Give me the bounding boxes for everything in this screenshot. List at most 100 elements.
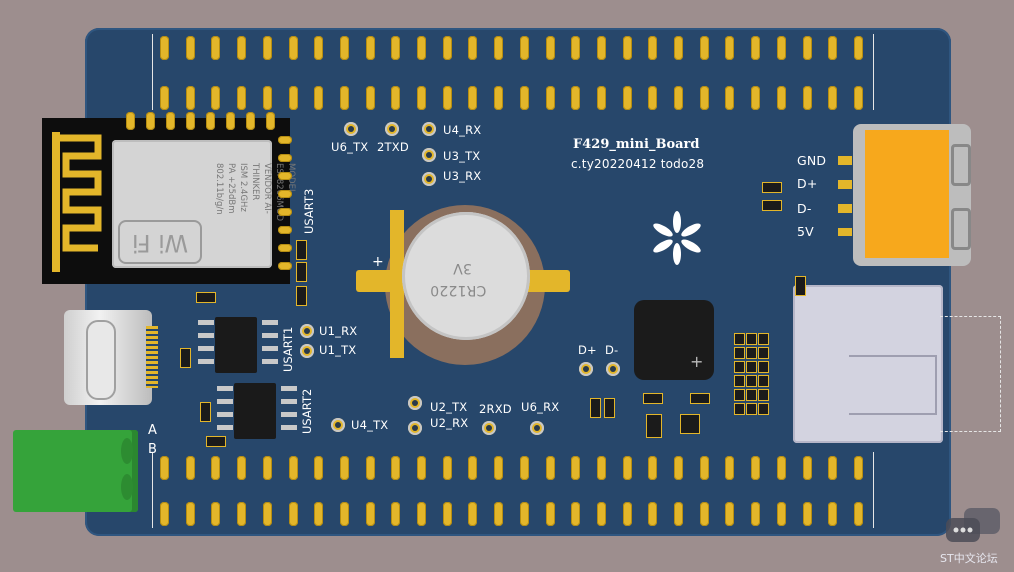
antenna-trace-icon (52, 132, 102, 272)
header-pad (596, 456, 606, 480)
header-pad (211, 502, 221, 526)
smd-resistor (758, 375, 769, 387)
header-pad (468, 456, 478, 480)
usb-c-port-right (853, 124, 971, 266)
header-pad (365, 86, 375, 110)
smd-resistor (296, 262, 307, 282)
usb-pin-pads (838, 156, 852, 236)
tp-2txd (385, 122, 399, 136)
usb-c-port-left (64, 310, 158, 405)
header-pad (185, 456, 195, 480)
header-pad (339, 36, 349, 60)
tp-u4-tx (331, 418, 345, 432)
header-pad (442, 502, 452, 526)
smd-resistor (746, 375, 757, 387)
header-pad (776, 36, 786, 60)
smd-resistor (758, 333, 769, 345)
label-u2-tx: U2_TX (430, 400, 468, 414)
header-pad (674, 86, 683, 110)
usb-c-latch-top (951, 144, 971, 186)
header-pad (699, 456, 709, 480)
header-pad (622, 36, 632, 60)
smd-resistor (604, 398, 615, 418)
header-pad (160, 36, 169, 60)
tp-u2-rx (408, 421, 422, 435)
forum-watermark: ST中文论坛 (934, 506, 1004, 566)
header-pad (262, 36, 272, 60)
header-pad (802, 502, 812, 526)
wifi-pad (266, 112, 275, 130)
header-pad (853, 502, 863, 526)
header-pad (468, 502, 478, 526)
header-pad (648, 86, 658, 110)
wifi-spec-line: VENDOR AI-THINKER (250, 163, 272, 214)
ic-pins-1 (198, 320, 278, 370)
tp-u3-tx (422, 148, 436, 162)
header-pad (391, 36, 401, 60)
header-pad (751, 502, 761, 526)
label-u6-rx: U6_RX (521, 400, 560, 414)
header-pad (494, 86, 504, 110)
header-pad (237, 456, 247, 480)
header-pad (185, 36, 195, 60)
header-pad (545, 36, 555, 60)
label-2rxd: 2RXD (479, 402, 512, 416)
header-pad (365, 502, 375, 526)
header-pad (828, 86, 838, 110)
header-pad (545, 86, 555, 110)
wifi-spec-line: ISM 2.4GHz (238, 163, 248, 212)
tp-2rxd (482, 421, 496, 435)
header-pad (545, 502, 555, 526)
header-pad (545, 456, 555, 480)
header-pad (160, 86, 169, 110)
header-pad (674, 36, 683, 60)
smd-resistor (758, 389, 769, 401)
header-pad (648, 456, 658, 480)
ic-pins-2 (217, 386, 297, 436)
smd-resistor (758, 347, 769, 359)
header-pad (211, 456, 221, 480)
bottom-header-outline (152, 452, 874, 528)
smd-resistor (734, 389, 745, 401)
header-pad (725, 456, 735, 480)
terminal-label-b: B (148, 442, 158, 457)
header-pad (185, 502, 195, 526)
battery-voltage: 3V (453, 260, 472, 276)
header-pad (391, 86, 401, 110)
smd-resistor (296, 286, 307, 306)
battery-plus: + (372, 254, 384, 270)
header-pad (211, 86, 221, 110)
header-pad (519, 86, 529, 110)
battery-label: CR1220 (430, 282, 487, 298)
tp-u6-tx (344, 122, 358, 136)
wifi-pad (278, 136, 292, 144)
header-pad (262, 502, 272, 526)
smd-resistor (646, 414, 662, 438)
label-u3-rx: U3_RX (443, 169, 482, 183)
board-subtitle: c.ty20220412 todo28 (571, 157, 705, 171)
smd-resistor (690, 393, 710, 404)
buzzer-plus: + (690, 352, 704, 371)
header-pad (417, 502, 426, 526)
terminal-screw-a (121, 438, 133, 464)
header-pad (237, 86, 247, 110)
header-pad (853, 86, 863, 110)
smd-resistor (746, 389, 757, 401)
sd-card-outline (940, 316, 1001, 432)
header-pad (725, 86, 735, 110)
header-pad (391, 456, 401, 480)
header-pad (776, 86, 786, 110)
header-pad (751, 456, 761, 480)
smd-resistor (296, 240, 307, 260)
header-pad (648, 36, 658, 60)
header-pad (751, 86, 761, 110)
usb-pin-5v: 5V (797, 224, 814, 239)
usb-c-orange-body (865, 130, 949, 258)
wifi-pad (278, 208, 292, 216)
smd-resistor (734, 403, 745, 415)
header-pad (417, 86, 426, 110)
wifi-spec-line: 802.11b/g/n (214, 163, 224, 215)
header-pad (391, 502, 401, 526)
battery-clip-vertical (390, 210, 404, 358)
header-pad (339, 86, 349, 110)
